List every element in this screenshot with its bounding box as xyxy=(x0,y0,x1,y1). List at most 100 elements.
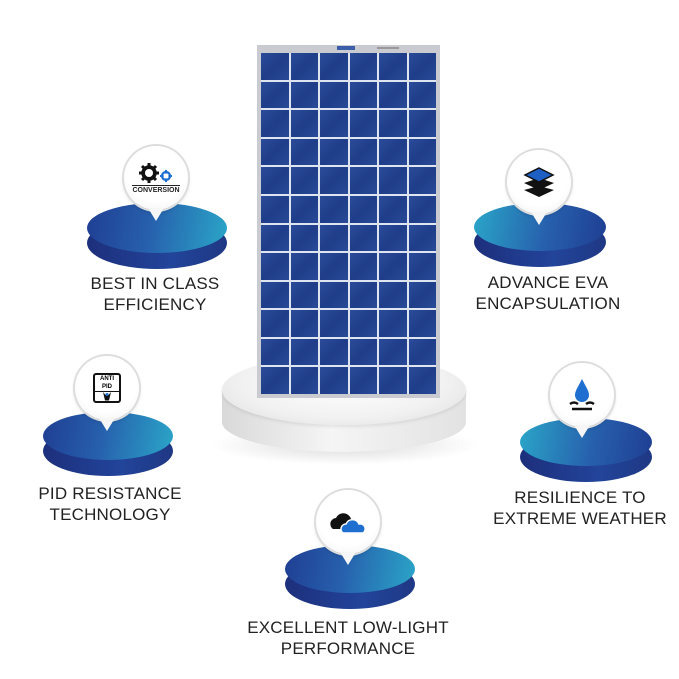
solar-cell xyxy=(349,81,377,109)
solar-cell xyxy=(408,338,436,366)
caption-line: BEST IN CLASS xyxy=(90,274,220,293)
solar-cell xyxy=(261,253,289,280)
badge-lowlight xyxy=(316,490,380,565)
caption-pid: PID RESISTANCE TECHNOLOGY xyxy=(0,483,230,525)
solar-cell xyxy=(379,224,407,252)
solar-cell xyxy=(379,310,407,337)
solar-cell xyxy=(290,338,318,366)
caption-lowlight: EXCELLENT LOW-LIGHT PERFORMANCE xyxy=(228,617,468,659)
solar-cell xyxy=(261,167,289,194)
solar-cell xyxy=(290,367,318,394)
solar-cell xyxy=(290,224,318,252)
solar-cell xyxy=(261,224,289,252)
solar-cell xyxy=(349,110,377,137)
solar-cell xyxy=(261,53,289,80)
solar-cell xyxy=(320,367,348,394)
solar-cell xyxy=(349,367,377,394)
solar-cell xyxy=(408,167,436,194)
badge-efficiency: CONVERSION xyxy=(124,146,188,221)
solar-cell xyxy=(320,81,348,109)
caption-line: RESILIENCE TO xyxy=(514,488,646,507)
solar-cell xyxy=(379,367,407,394)
solar-cell xyxy=(290,53,318,80)
solar-cell xyxy=(379,53,407,80)
solar-cell xyxy=(320,253,348,280)
solar-cell xyxy=(290,138,318,166)
disc-efficiency xyxy=(87,203,227,269)
badge-eva xyxy=(507,150,571,225)
caption-efficiency: BEST IN CLASS EFFICIENCY xyxy=(35,273,275,315)
solar-cell xyxy=(408,253,436,280)
solar-cell xyxy=(290,195,318,223)
solar-cell xyxy=(349,338,377,366)
solar-cell xyxy=(290,81,318,109)
anti-pid-icon: ANTI PID xyxy=(93,373,121,403)
badge-weather xyxy=(550,363,614,438)
solar-cell xyxy=(408,138,436,166)
panel-brand-logo xyxy=(337,46,355,50)
solar-cell xyxy=(349,195,377,223)
solar-cell xyxy=(261,281,289,309)
solar-cell xyxy=(290,167,318,194)
caption-line: ENCAPSULATION xyxy=(475,294,621,313)
solar-cell xyxy=(379,81,407,109)
solar-cell xyxy=(261,110,289,137)
solar-cell xyxy=(290,110,318,137)
solar-cell xyxy=(379,281,407,309)
solar-cell xyxy=(379,110,407,137)
solar-cell xyxy=(261,367,289,394)
water-drop-icon xyxy=(569,379,595,411)
solar-cell xyxy=(320,338,348,366)
solar-cell xyxy=(379,338,407,366)
solar-cell xyxy=(408,224,436,252)
solar-cell xyxy=(320,224,348,252)
solar-cell xyxy=(379,167,407,194)
badge-pid: ANTI PID xyxy=(75,356,139,431)
anti-pid-label: ANTI PID xyxy=(95,375,119,392)
caption-line: EXTREME WEATHER xyxy=(493,509,667,528)
solar-cell xyxy=(408,110,436,137)
solar-cell xyxy=(408,53,436,80)
solar-cell xyxy=(320,195,348,223)
solar-cell xyxy=(349,167,377,194)
solar-cell xyxy=(408,195,436,223)
solar-cell xyxy=(261,310,289,337)
caption-line: TECHNOLOGY xyxy=(49,505,171,524)
solar-cell xyxy=(320,167,348,194)
solar-cell xyxy=(349,310,377,337)
solar-cell xyxy=(261,81,289,109)
caption-line: PID RESISTANCE xyxy=(38,484,182,503)
solar-cell xyxy=(261,338,289,366)
solar-cell xyxy=(320,138,348,166)
panel-label xyxy=(377,47,399,49)
solar-panel xyxy=(257,45,440,398)
solar-cell xyxy=(408,310,436,337)
solar-cell xyxy=(349,253,377,280)
caption-line: PERFORMANCE xyxy=(280,639,416,658)
layers-icon xyxy=(523,167,555,197)
solar-cell xyxy=(349,53,377,80)
caption-line: EFFICIENCY xyxy=(103,295,207,314)
solar-cell xyxy=(379,138,407,166)
clouds-icon xyxy=(330,513,366,534)
solar-cell xyxy=(379,195,407,223)
disc-pid xyxy=(43,412,173,476)
solar-cell xyxy=(349,138,377,166)
solar-cell xyxy=(349,281,377,309)
solar-cell xyxy=(349,224,377,252)
solar-cell-grid xyxy=(261,53,436,394)
solar-cell xyxy=(379,253,407,280)
solar-cell xyxy=(408,367,436,394)
caption-eva: ADVANCE EVA ENCAPSULATION xyxy=(428,272,668,314)
solar-cell xyxy=(408,281,436,309)
solar-cell xyxy=(320,310,348,337)
solar-cell xyxy=(320,281,348,309)
gears-icon xyxy=(139,163,172,183)
solar-cell xyxy=(261,138,289,166)
disc-weather xyxy=(520,418,652,482)
caption-line: ADVANCE EVA xyxy=(487,273,609,292)
conversion-label: CONVERSION xyxy=(132,185,180,194)
solar-cell xyxy=(261,195,289,223)
caption-line: EXCELLENT LOW-LIGHT xyxy=(247,618,449,637)
